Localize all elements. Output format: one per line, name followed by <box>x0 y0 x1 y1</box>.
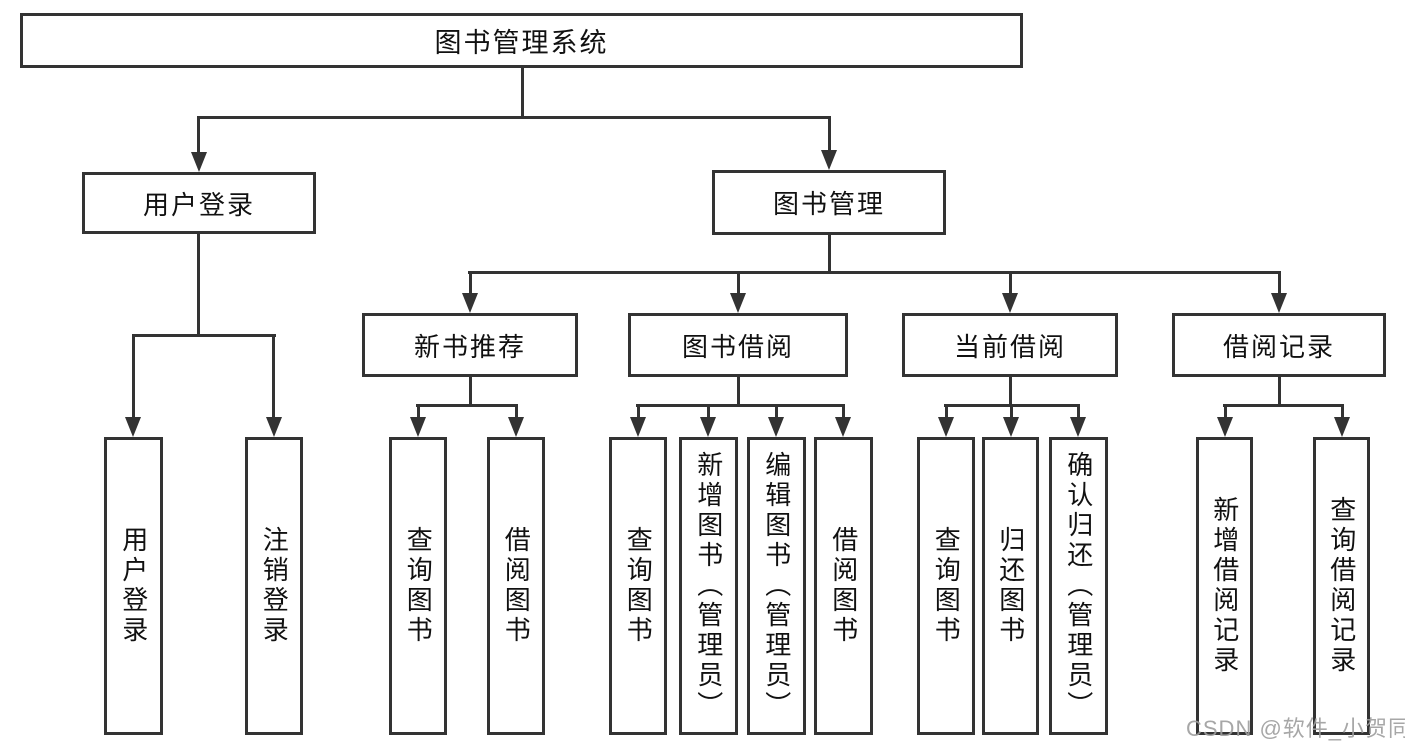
connector-line <box>469 271 472 293</box>
connector-line <box>1278 271 1281 293</box>
connector-line <box>1341 404 1344 417</box>
leaf-current-return: 归还图书 <box>982 437 1039 735</box>
connector-line <box>1009 377 1012 406</box>
connector-line <box>197 116 200 152</box>
arrow-down-icon <box>1334 417 1350 437</box>
connector-line <box>197 234 200 336</box>
leaf-record-add: 新增借阅记录 <box>1196 437 1253 735</box>
connector-line <box>737 271 740 293</box>
leaf-borrow-query: 查询图书 <box>609 437 667 735</box>
arrow-down-icon <box>1070 417 1086 437</box>
arrow-down-icon <box>821 150 837 170</box>
arrow-down-icon <box>1217 417 1233 437</box>
leaf-borrow-edit-admin: 编辑图书（管理员） <box>747 437 806 735</box>
arrow-down-icon <box>266 417 282 437</box>
arrow-down-icon <box>1271 293 1287 313</box>
node-new-book-recommend: 新书推荐 <box>362 313 578 377</box>
arrow-down-icon <box>125 417 141 437</box>
connector-line <box>469 377 472 406</box>
arrow-down-icon <box>462 293 478 313</box>
connector-line <box>828 235 831 273</box>
node-borrow-records: 借阅记录 <box>1172 313 1386 377</box>
leaf-newbook-borrow: 借阅图书 <box>487 437 545 735</box>
leaf-newbook-query: 查询图书 <box>389 437 447 735</box>
arrow-down-icon <box>730 293 746 313</box>
leaf-logout: 注销登录 <box>245 437 303 735</box>
connector-line <box>1077 404 1080 417</box>
connector-line <box>775 404 778 417</box>
connector-line <box>1224 404 1227 417</box>
connector-line <box>707 404 710 417</box>
arrow-down-icon <box>1003 417 1019 437</box>
csdn-watermark: CSDN @软件_小贺同学 <box>1186 716 1405 741</box>
leaf-user-login: 用户登录 <box>104 437 163 735</box>
arrow-down-icon <box>835 417 851 437</box>
arrow-down-icon <box>700 417 716 437</box>
connector-line <box>416 404 518 407</box>
connector-line <box>945 404 948 417</box>
connector-line <box>468 271 1281 274</box>
connector-line <box>828 116 831 150</box>
arrow-down-icon <box>1002 293 1018 313</box>
arrow-down-icon <box>768 417 784 437</box>
arrow-down-icon <box>938 417 954 437</box>
connector-line <box>637 404 640 417</box>
connector-line <box>1278 377 1281 406</box>
arrow-down-icon <box>191 152 207 172</box>
connector-line <box>1010 404 1013 417</box>
node-current-borrow: 当前借阅 <box>902 313 1118 377</box>
connector-line <box>521 68 524 118</box>
leaf-current-confirm-admin: 确认归还（管理员） <box>1049 437 1108 735</box>
node-book-borrow: 图书借阅 <box>628 313 848 377</box>
leaf-record-query: 查询借阅记录 <box>1313 437 1370 735</box>
arrow-down-icon <box>508 417 524 437</box>
connector-line <box>1009 271 1012 293</box>
connector-line <box>515 404 518 417</box>
node-user-login: 用户登录 <box>82 172 316 234</box>
connector-line <box>132 334 135 417</box>
node-book-management: 图书管理 <box>712 170 946 235</box>
connector-line <box>132 334 276 337</box>
connector-line <box>1223 404 1344 407</box>
connector-line <box>842 404 845 417</box>
leaf-borrow-borrow: 借阅图书 <box>814 437 873 735</box>
leaf-borrow-add-admin: 新增图书（管理员） <box>679 437 738 735</box>
connector-line <box>737 377 740 406</box>
arrow-down-icon <box>630 417 646 437</box>
connector-line <box>636 404 845 407</box>
connector-line <box>197 116 831 119</box>
arrow-down-icon <box>410 417 426 437</box>
connector-line <box>272 334 275 417</box>
connector-line <box>417 404 420 417</box>
node-root: 图书管理系统 <box>20 13 1023 68</box>
leaf-current-query: 查询图书 <box>917 437 975 735</box>
